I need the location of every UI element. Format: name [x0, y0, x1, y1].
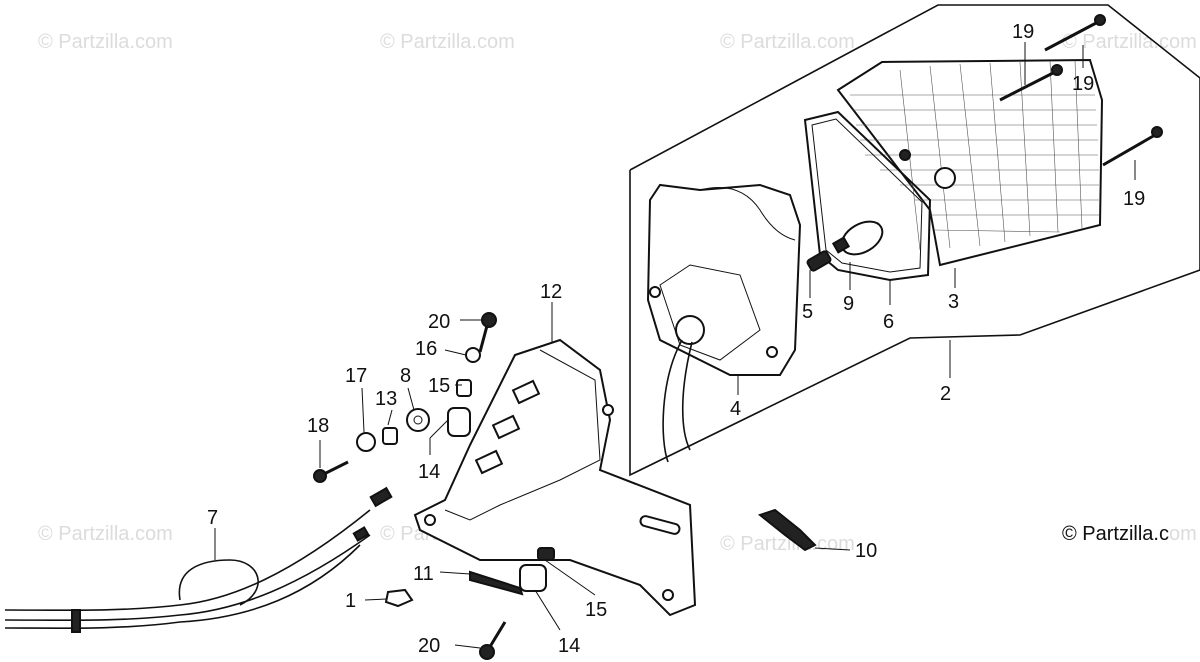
callout-19: 19 [1072, 73, 1094, 95]
callout-15: 15 [585, 599, 607, 621]
callout-13: 13 [375, 388, 397, 410]
bracket-part-12[interactable] [413, 338, 697, 617]
callout-labels: 19 19 19 3 6 9 5 4 2 12 20 16 15 8 13 17… [207, 21, 1145, 657]
callout-7: 7 [207, 507, 218, 529]
callout-5: 5 [802, 301, 813, 323]
washer-part-17[interactable] [356, 432, 376, 452]
callout-19: 19 [1123, 188, 1145, 210]
lens-grid [850, 60, 1099, 251]
callout-17: 17 [345, 365, 367, 387]
watermark: © Partzilla.com [38, 523, 173, 545]
callout-20: 20 [418, 635, 440, 657]
callout-4: 4 [730, 398, 741, 420]
callout-16: 16 [415, 338, 437, 360]
callout-19: 19 [1012, 21, 1034, 43]
lens-part-3[interactable] [836, 58, 1104, 267]
callout-8: 8 [400, 365, 411, 387]
watermark: © Partzilla.com [720, 533, 855, 555]
nut-part-13[interactable] [382, 427, 398, 445]
collar-part-14-lower[interactable] [519, 564, 547, 592]
watermark: © Partzilla.com [38, 31, 173, 53]
callout-10: 10 [855, 540, 877, 562]
leader-lines [214, 42, 1136, 649]
cushion-part-8[interactable] [406, 408, 430, 432]
callout-12: 12 [540, 281, 562, 303]
collar-part-15-lower[interactable] [537, 547, 555, 561]
screw-part-19-b[interactable] [999, 64, 1063, 102]
grommet-part-1[interactable] [384, 588, 414, 608]
watermark: © Partzilla.com [380, 31, 515, 53]
washer-part-16[interactable] [465, 347, 481, 363]
callout-2: 2 [940, 383, 951, 405]
callout-15: 15 [428, 375, 450, 397]
lamp-housing-part-4[interactable] [646, 183, 802, 376]
callout-14: 14 [418, 461, 440, 483]
watermark: © Partzilla.com [720, 31, 855, 53]
callout-9: 9 [843, 293, 854, 315]
callout-6: 6 [883, 311, 894, 333]
bolt-part-18[interactable] [313, 460, 349, 483]
terminal-part-11[interactable] [469, 570, 524, 596]
socket-part-5[interactable] [806, 250, 832, 272]
bolts [313, 14, 1163, 660]
callout-1: 1 [345, 590, 356, 612]
collar-part-15-upper[interactable] [456, 379, 472, 397]
screw-part-19-c[interactable] [1102, 126, 1163, 167]
small-hardware [356, 347, 555, 592]
watermark: © Partzilla.com [1062, 31, 1197, 53]
callout-3: 3 [948, 291, 959, 313]
wire-harness-part-7[interactable] [4, 486, 393, 633]
callout-18: 18 [307, 415, 329, 437]
terminal-part-10[interactable] [757, 508, 817, 552]
bolt-part-20-lower[interactable] [479, 621, 507, 660]
callout-14: 14 [558, 635, 580, 657]
collar-part-14-upper[interactable] [447, 407, 471, 437]
callout-11: 11 [413, 563, 434, 585]
bolt-part-20-upper[interactable] [478, 312, 497, 353]
screw-part-19-a[interactable] [1044, 14, 1106, 52]
bulb-part-9[interactable] [831, 215, 888, 261]
assembly-outline [629, 4, 1200, 477]
callout-20: 20 [428, 311, 450, 333]
copyright-label: © Partzilla.c [1062, 523, 1169, 545]
watermark: © Partzilla.com [1062, 523, 1197, 545]
